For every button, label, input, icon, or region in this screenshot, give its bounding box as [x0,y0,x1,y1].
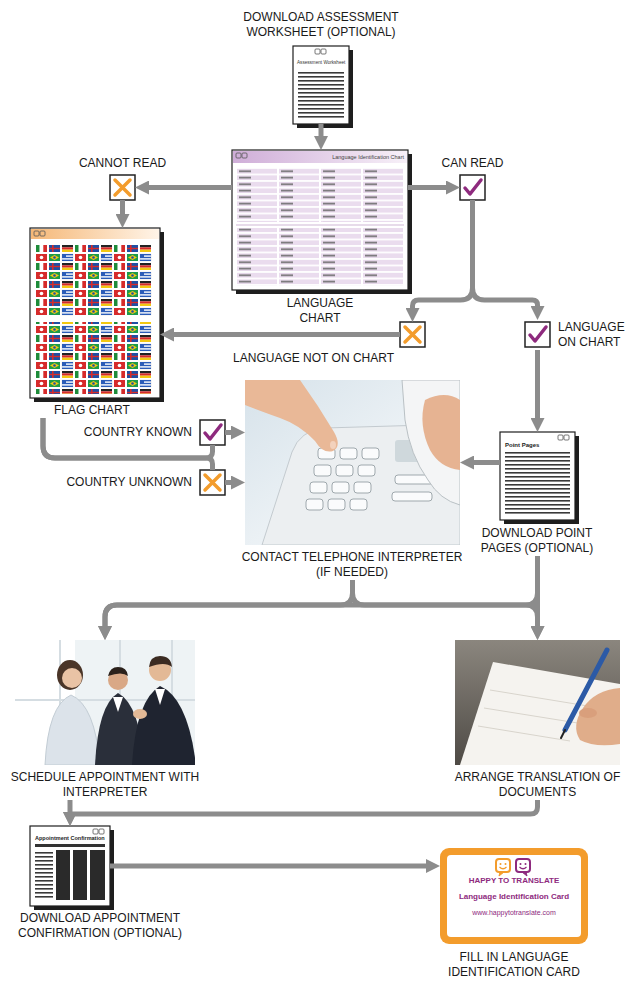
photo-step: SCHEDULE APPOINTMENT WITH INTERPRETER [15,640,195,765]
icon-title: Language Identification Chart [318,154,404,161]
option-label: COUNTRY UNKNOWN [52,475,192,490]
photo-step: ARRANGE TRANSLATION OF DOCUMENTS [455,640,620,765]
flow-arrow [70,800,538,816]
flow-arrow [413,200,473,312]
flow-arrow [319,124,324,140]
id-card [440,848,588,944]
flow-arrow [43,418,213,470]
telephone-photo [245,380,460,545]
option-label: COUNTRY KNOWN [52,425,192,440]
check-box [200,420,225,445]
cross-box [200,470,225,495]
flow-arrow [535,556,540,630]
check-box: COUNTRY KNOWN [200,420,225,445]
flow-arrow [408,185,450,190]
flow-arrow [170,332,400,337]
writing-photo [455,640,620,765]
option-label: CANNOT READ [72,156,173,171]
check-box [460,175,485,200]
flow-arrow [225,430,235,435]
meeting-photo [15,640,195,765]
point-pages-icon [500,432,579,524]
caption: SCHEDULE APPOINTMENT WITH INTERPRETER [10,770,200,800]
check-box [525,322,550,347]
caption: CONTACT TELEPHONE INTERPRETER (IF NEEDED… [240,550,464,580]
icon-title: Appointment Confirmation [35,835,105,842]
cross-box [110,175,135,200]
cross-box: LANGUAGE NOT ON CHART [400,322,425,347]
document-icon: DOWNLOAD POINT PAGES (OPTIONAL)Point Pag… [500,432,575,520]
flow-arrow [473,200,538,310]
option-label: LANGUAGE NOT ON CHART [194,351,394,366]
flag-chart-icon [30,228,164,402]
caption: ARRANGE TRANSLATION OF DOCUMENTS [450,770,625,800]
card-text: Language Identification Card [449,892,579,902]
cross-box: CANNOT READ [110,175,135,200]
cross-box: COUNTRY UNKNOWN [200,470,225,495]
caption: FILL IN LANGUAGE IDENTIFICATION CARD [419,950,609,980]
caption: DOWNLOAD ASSESSMENT WORKSHEET (OPTIONAL) [206,10,436,40]
option-label: LANGUAGE ON CHART [558,320,632,350]
connector-group [43,124,538,866]
chart-icon: LANGUAGE CHARTLanguage Identification Ch… [232,150,408,290]
id-card-box: FILL IN LANGUAGE IDENTIFICATION CARDHAPP… [440,848,588,944]
card-text: HAPPY TO TRANSLATE [449,876,579,886]
caption: DOWNLOAD POINT PAGES (OPTIONAL) [467,526,607,556]
document-icon: DOWNLOAD APPOINTMENT CONFIRMATION (OPTIO… [30,826,110,906]
flow-arrow [120,200,125,218]
caption: LANGUAGE CHART [270,296,370,326]
option-label: CAN READ [430,156,515,171]
flow-arrow [535,350,540,422]
photo-step: CONTACT TELEPHONE INTERPRETER (IF NEEDED… [245,380,460,545]
icon-title: Assessment Worksheet [297,60,345,66]
flow-arrow [43,418,213,458]
icon-title: Point Pages [505,442,539,450]
caption: FLAG CHART [54,403,160,418]
flow-arrow [470,460,500,465]
card-text: www.happytotranslate.com [449,909,579,918]
caption: DOWNLOAD APPOINTMENT CONFIRMATION (OPTIO… [5,911,195,941]
confirmation-icon [30,826,114,910]
worksheet-icon [293,46,353,128]
language-chart-icon [232,150,412,294]
cross-box [400,322,425,347]
check-box: LANGUAGE ON CHART [525,322,550,347]
flow-arrow [225,480,235,485]
flow-arrow [145,185,232,190]
flow-arrow [110,864,430,869]
document-icon: DOWNLOAD ASSESSMENT WORKSHEET (OPTIONAL)… [293,46,349,124]
check-box: CAN READ [460,175,485,200]
chart-icon: FLAG CHART [30,228,160,398]
